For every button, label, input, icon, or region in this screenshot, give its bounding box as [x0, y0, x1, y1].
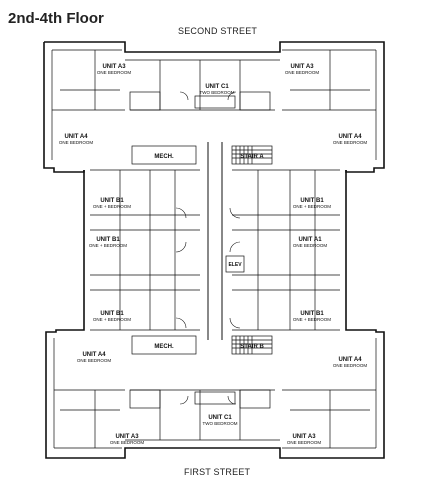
unit-type: TWO BEDROOM: [203, 421, 238, 426]
unit-label: UNIT C1: [205, 84, 229, 90]
unit-label: UNIT A4: [338, 357, 362, 363]
unit-label: UNIT B1: [96, 237, 120, 243]
unit-label: UNIT B1: [300, 198, 324, 204]
unit-label: UNIT A4: [64, 134, 88, 140]
mech-room-label: MECH.: [154, 344, 174, 350]
unit-label: UNIT A4: [82, 352, 106, 358]
stair-b-label: STAIR B: [240, 344, 264, 350]
unit-labels: UNIT A3 ONE BEDROOM UNIT C1 TWO BEDROOM …: [59, 64, 368, 445]
unit-type: ONE BEDROOM: [333, 363, 368, 368]
street-label-top: SECOND STREET: [178, 26, 258, 36]
unit-label: UNIT A1: [298, 237, 322, 243]
page-title: 2nd-4th Floor: [8, 10, 104, 27]
unit-label: UNIT A3: [115, 434, 139, 440]
unit-type: ONE BEDROOM: [293, 243, 328, 248]
street-label-bottom: FIRST STREET: [184, 467, 251, 477]
unit-type: TWO BEDROOM: [200, 90, 235, 95]
elevator-label: ELEV: [228, 262, 242, 268]
unit-type: ONE BEDROOM: [77, 358, 112, 363]
unit-label: UNIT B1: [100, 311, 124, 317]
unit-label: UNIT A3: [102, 64, 126, 70]
unit-type: ONE + BEDROOM: [293, 317, 331, 322]
stair-a-label: STAIR A: [240, 154, 264, 160]
outer-walls: [43, 41, 385, 459]
unit-type: ONE BEDROOM: [110, 440, 145, 445]
unit-type: ONE + BEDROOM: [93, 204, 131, 209]
unit-label: UNIT C1: [208, 415, 232, 421]
unit-type: ONE + BEDROOM: [93, 317, 131, 322]
unit-label: UNIT A3: [292, 434, 316, 440]
unit-label: UNIT A4: [338, 134, 362, 140]
unit-label: UNIT B1: [300, 311, 324, 317]
unit-type: ONE + BEDROOM: [293, 204, 331, 209]
unit-type: ONE BEDROOM: [333, 140, 368, 145]
unit-type: ONE BEDROOM: [97, 70, 132, 75]
service-labels: MECH. MECH. STAIR A STAIR B ELEV: [154, 154, 264, 350]
door-swings: [175, 91, 241, 405]
unit-type: ONE BEDROOM: [285, 70, 320, 75]
unit-label: UNIT B1: [100, 198, 124, 204]
unit-type: ONE BEDROOM: [287, 440, 322, 445]
unit-type: ONE BEDROOM: [59, 140, 94, 145]
unit-label: UNIT A3: [290, 64, 314, 70]
mech-room-label: MECH.: [154, 154, 174, 160]
unit-type: ONE + BEDROOM: [89, 243, 127, 248]
interior-walls: [51, 49, 377, 449]
